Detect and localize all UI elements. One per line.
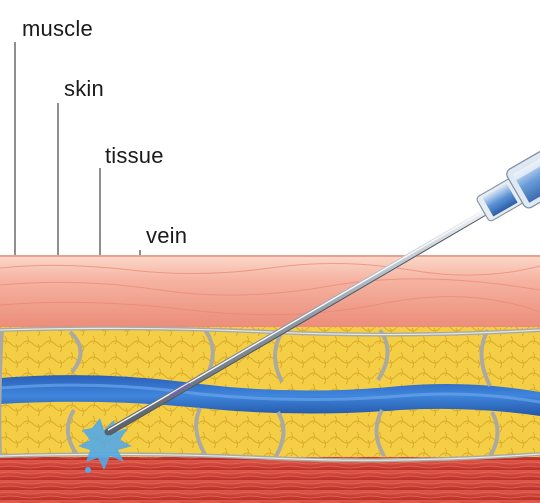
tissue-label: tissue [105, 143, 164, 168]
muscle-label: muscle [22, 16, 93, 41]
skin-texture [0, 262, 540, 316]
vein [0, 375, 540, 416]
vein-highlight [0, 383, 540, 404]
syringe-barrel [476, 133, 540, 222]
vein-label: vein [146, 223, 188, 248]
skin-label: skin [64, 76, 104, 101]
syringe-needle-icon [104, 208, 490, 436]
muscle-layer [0, 457, 540, 503]
septa-inner [0, 327, 540, 461]
